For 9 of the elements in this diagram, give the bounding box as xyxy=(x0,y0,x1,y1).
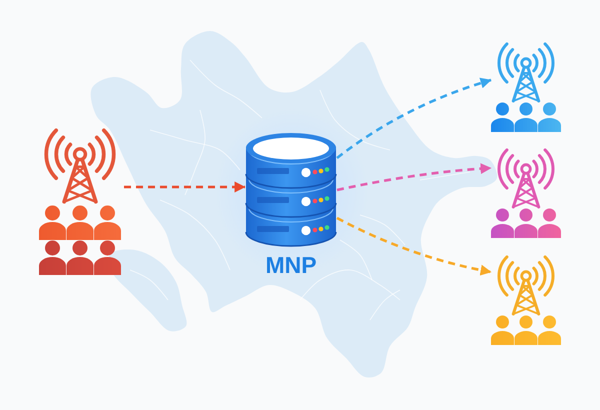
dashed-arrow xyxy=(124,182,246,192)
dashed-arrow xyxy=(336,216,492,276)
dashed-arrow xyxy=(336,78,492,160)
tower-with-people-illustration xyxy=(491,148,561,238)
tower-with-people-illustration xyxy=(36,128,124,276)
tower-with-people-illustration xyxy=(491,42,561,132)
tower-with-people-illustration xyxy=(491,255,561,345)
node-label: MNP xyxy=(265,252,317,278)
dashed-arrow xyxy=(336,163,492,192)
